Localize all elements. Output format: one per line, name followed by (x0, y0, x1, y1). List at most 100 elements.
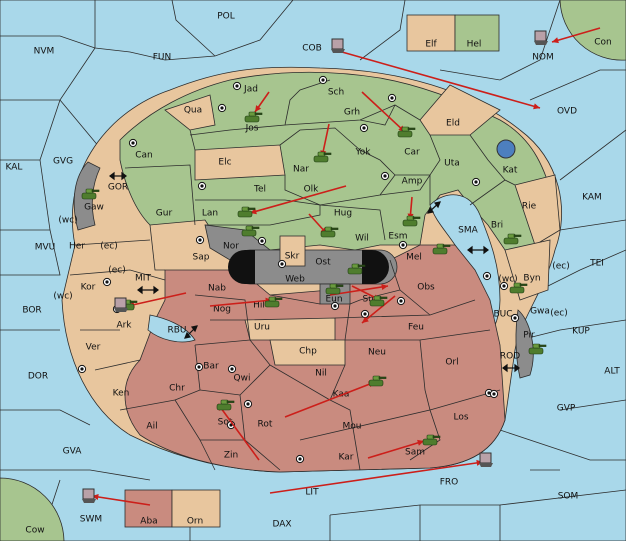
label-sot: Sot (218, 418, 233, 428)
region-eld (419, 84, 501, 136)
fleet-icon[interactable] (82, 488, 96, 503)
order-arrowhead-icon (92, 493, 99, 500)
label-dax: DAX (272, 520, 291, 530)
army-unit-icon[interactable] (402, 215, 421, 227)
fleet-icon[interactable] (479, 452, 493, 467)
double-arrow-icon (184, 325, 198, 339)
label-mit: MIT (135, 274, 151, 284)
label-ver: Ver (86, 343, 101, 353)
supply-center-dot (131, 141, 135, 145)
army-unit-icon[interactable] (368, 375, 387, 387)
supply-center-dot (333, 304, 337, 308)
region-aba (124, 489, 173, 528)
order-arrowhead-icon (552, 37, 559, 44)
strait-arrows (109, 171, 520, 373)
order-arrows (91, 27, 601, 506)
supply-center-dot (321, 78, 325, 82)
fleet-icon[interactable] (331, 38, 345, 53)
supply-center-dot (383, 174, 387, 178)
order-arrow-line (361, 295, 396, 324)
label-gvp: GVP (557, 404, 576, 414)
region-qua (164, 94, 216, 131)
label-dor: DOR (28, 372, 48, 382)
supply-center-dot (363, 312, 367, 316)
label-cob: COB (302, 44, 322, 54)
army-unit-icon[interactable] (397, 126, 416, 138)
order-arrowhead-icon (255, 105, 262, 112)
label-nar: Nar (293, 165, 309, 175)
label-rod: ROD (500, 352, 520, 362)
supply-center-dot (474, 180, 478, 184)
label-bor: BOR (22, 306, 41, 316)
label-rot: Rot (258, 420, 273, 430)
army-unit-icon[interactable] (503, 233, 522, 245)
label-wc2: (wc) (498, 275, 517, 285)
label-nil: Nil (315, 369, 327, 379)
army-unit-icon[interactable] (347, 263, 366, 275)
label-swm: SWM (80, 515, 102, 525)
fleet-icon[interactable] (114, 297, 128, 312)
label-byn: Byn (523, 274, 540, 284)
label-rbu: RBU (167, 326, 186, 336)
double-arrow-icon (427, 201, 441, 214)
label-jos: Jos (245, 124, 259, 134)
supply-center-dot (298, 457, 302, 461)
supply-center-dot (399, 299, 403, 303)
army-unit-icon[interactable] (81, 188, 100, 200)
supply-centers (77, 75, 520, 464)
fleet-icon[interactable] (534, 30, 548, 45)
supply-center-dot (220, 106, 224, 110)
label-buc: BUC (493, 310, 512, 320)
fleets (82, 30, 548, 503)
label-los: Los (453, 413, 468, 423)
label-skr: Skr (285, 252, 300, 262)
order-arrow-line (551, 27, 601, 43)
region-cow (0, 477, 65, 541)
label-uru: Uru (254, 323, 270, 333)
army-unit-icon[interactable] (528, 343, 547, 355)
supply-center-dot (105, 280, 109, 284)
label-nom: NOM (532, 53, 554, 63)
label-sam: Sam (405, 448, 425, 458)
label-alt: ALT (604, 367, 620, 377)
label-kat: Kat (503, 166, 518, 176)
army-unit-icon[interactable] (241, 225, 260, 237)
label-sap: Sap (193, 253, 210, 263)
double-arrow-icon (467, 245, 489, 255)
army-unit-icon[interactable] (432, 243, 451, 255)
army-unit-icon[interactable] (320, 226, 339, 238)
army-unit-icon[interactable] (422, 434, 441, 446)
order-arrow-line (341, 51, 541, 109)
army-unit-icon[interactable] (264, 296, 283, 308)
label-sma: SMA (458, 226, 478, 236)
label-jad: Jad (243, 85, 258, 95)
label-gva: GVA (63, 447, 83, 457)
army-unit-icon[interactable] (369, 295, 388, 307)
label-kal: KAL (6, 163, 23, 173)
region-elc (194, 144, 286, 181)
army-unit-icon[interactable] (313, 151, 332, 163)
region-hel (454, 14, 500, 52)
army-unit-icon[interactable] (325, 283, 344, 295)
center-cap-left (228, 250, 255, 284)
army-unit-icon[interactable] (216, 399, 235, 411)
supply-center-dot (401, 243, 405, 247)
supply-center-dot (80, 367, 84, 371)
label-pir: Pir (523, 331, 535, 341)
army-unit-icon[interactable] (509, 282, 528, 294)
label-qua: Qua (184, 106, 202, 116)
label-car: Car (404, 148, 420, 158)
label-orn: Orn (187, 517, 203, 527)
label-ec3: (ec) (552, 262, 570, 272)
label-her: Her (69, 242, 85, 252)
label-pol: POL (217, 12, 235, 22)
army-unit-icon[interactable] (244, 111, 263, 123)
label-mou: Mou (343, 422, 362, 432)
label-tei: TEI (589, 259, 604, 269)
army-unit-icon[interactable] (237, 206, 256, 218)
label-kar: Kar (339, 453, 354, 463)
supply-center-dot (502, 284, 506, 288)
order-arrow-line (269, 461, 484, 494)
order-arrowhead-icon (381, 283, 388, 290)
